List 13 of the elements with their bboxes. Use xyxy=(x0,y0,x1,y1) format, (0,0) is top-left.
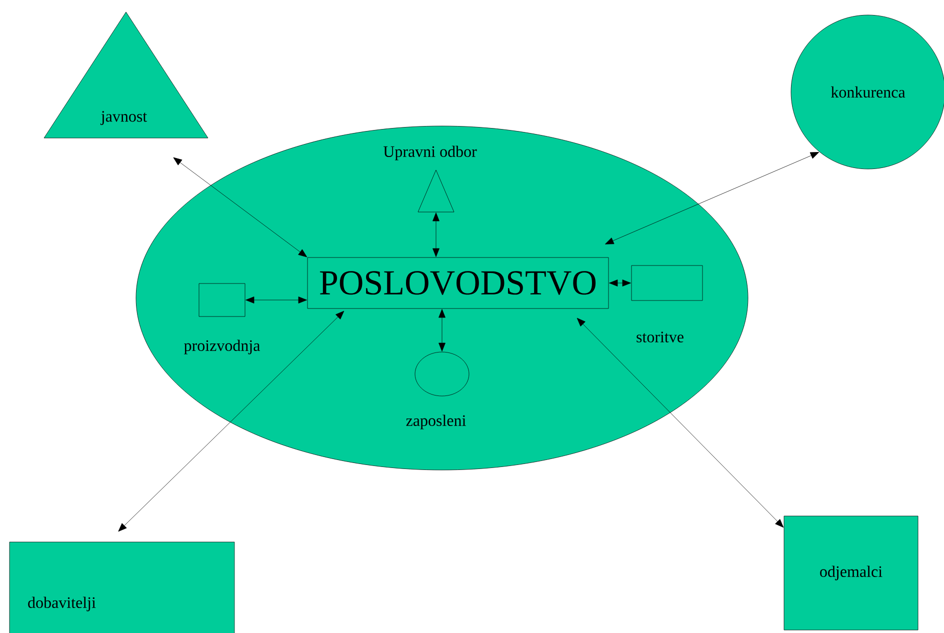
node-label: zaposleni xyxy=(406,414,466,430)
arrow xyxy=(246,296,307,304)
arrow xyxy=(432,212,440,257)
node-label: Upravni odbor xyxy=(383,146,477,160)
arrow xyxy=(173,157,308,258)
arrow xyxy=(605,152,820,244)
arrow xyxy=(576,318,784,528)
node-label: storitve xyxy=(636,332,684,342)
arrow xyxy=(438,309,446,352)
arrow xyxy=(609,280,631,286)
node-label: proizvodnja xyxy=(184,340,260,354)
arrow xyxy=(118,310,344,532)
process-box: POSLOVODSTVO xyxy=(307,257,609,309)
